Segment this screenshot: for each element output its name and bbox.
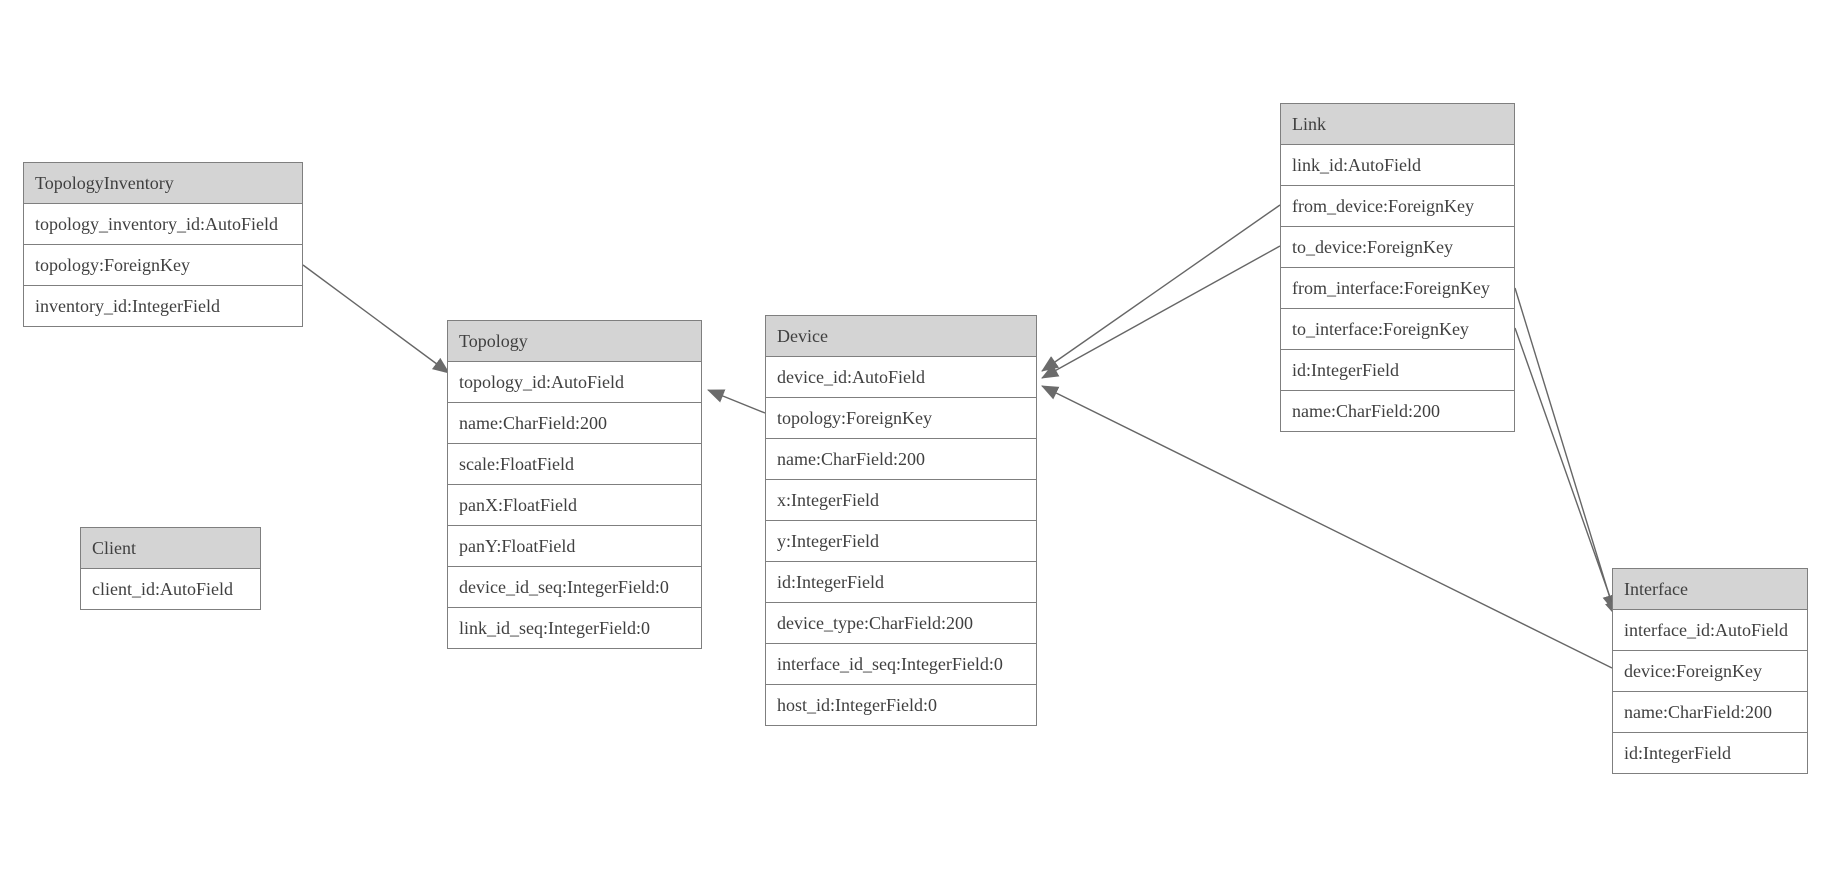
entity-table-topology-inventory: TopologyInventory topology_inventory_id:… — [23, 162, 303, 327]
field-row: y:IntegerField — [766, 521, 1036, 562]
field-row: to_interface:ForeignKey — [1281, 309, 1514, 350]
edge-topologyinventory-topology — [302, 264, 450, 374]
field-row: topology:ForeignKey — [766, 398, 1036, 439]
field-row: name:CharField:200 — [766, 439, 1036, 480]
edge-link-to-interface-interface — [1514, 327, 1619, 618]
edge-link-from-interface-interface — [1514, 287, 1617, 612]
field-row: panX:FloatField — [448, 485, 701, 526]
field-row: x:IntegerField — [766, 480, 1036, 521]
table-header-device: Device — [766, 316, 1036, 357]
field-row: topology_id:AutoField — [448, 362, 701, 403]
field-row: device_type:CharField:200 — [766, 603, 1036, 644]
field-row: scale:FloatField — [448, 444, 701, 485]
field-row: id:IntegerField — [1281, 350, 1514, 391]
edge-device-topology — [707, 389, 766, 414]
table-header-link: Link — [1281, 104, 1514, 145]
field-row: inventory_id:IntegerField — [24, 286, 302, 326]
entity-table-interface: Interface interface_id:AutoField device:… — [1612, 568, 1808, 774]
table-header-topology: Topology — [448, 321, 701, 362]
field-row: client_id:AutoField — [81, 569, 260, 609]
field-row: name:CharField:200 — [1281, 391, 1514, 431]
field-row: device:ForeignKey — [1613, 651, 1807, 692]
field-row: topology_inventory_id:AutoField — [24, 204, 302, 245]
field-row: interface_id_seq:IntegerField:0 — [766, 644, 1036, 685]
entity-table-topology: Topology topology_id:AutoField name:Char… — [447, 320, 702, 649]
field-row: name:CharField:200 — [1613, 692, 1807, 733]
field-row: from_interface:ForeignKey — [1281, 268, 1514, 309]
field-row: id:IntegerField — [1613, 733, 1807, 773]
field-row: panY:FloatField — [448, 526, 701, 567]
field-row: id:IntegerField — [766, 562, 1036, 603]
entity-table-link: Link link_id:AutoField from_device:Forei… — [1280, 103, 1515, 432]
edge-interface-device-device — [1041, 385, 1613, 669]
field-row: link_id_seq:IntegerField:0 — [448, 608, 701, 648]
field-row: from_device:ForeignKey — [1281, 186, 1514, 227]
edge-link-from-device-device — [1041, 204, 1281, 372]
field-row: to_device:ForeignKey — [1281, 227, 1514, 268]
field-row: name:CharField:200 — [448, 403, 701, 444]
entity-table-client: Client client_id:AutoField — [80, 527, 261, 610]
field-row: interface_id:AutoField — [1613, 610, 1807, 651]
table-header-client: Client — [81, 528, 260, 569]
field-row: topology:ForeignKey — [24, 245, 302, 286]
entity-table-device: Device device_id:AutoField topology:Fore… — [765, 315, 1037, 726]
field-row: link_id:AutoField — [1281, 145, 1514, 186]
field-row: host_id:IntegerField:0 — [766, 685, 1036, 725]
field-row: device_id:AutoField — [766, 357, 1036, 398]
field-row: device_id_seq:IntegerField:0 — [448, 567, 701, 608]
table-header-topology-inventory: TopologyInventory — [24, 163, 302, 204]
table-header-interface: Interface — [1613, 569, 1807, 610]
edge-link-to-device-device — [1041, 245, 1281, 379]
